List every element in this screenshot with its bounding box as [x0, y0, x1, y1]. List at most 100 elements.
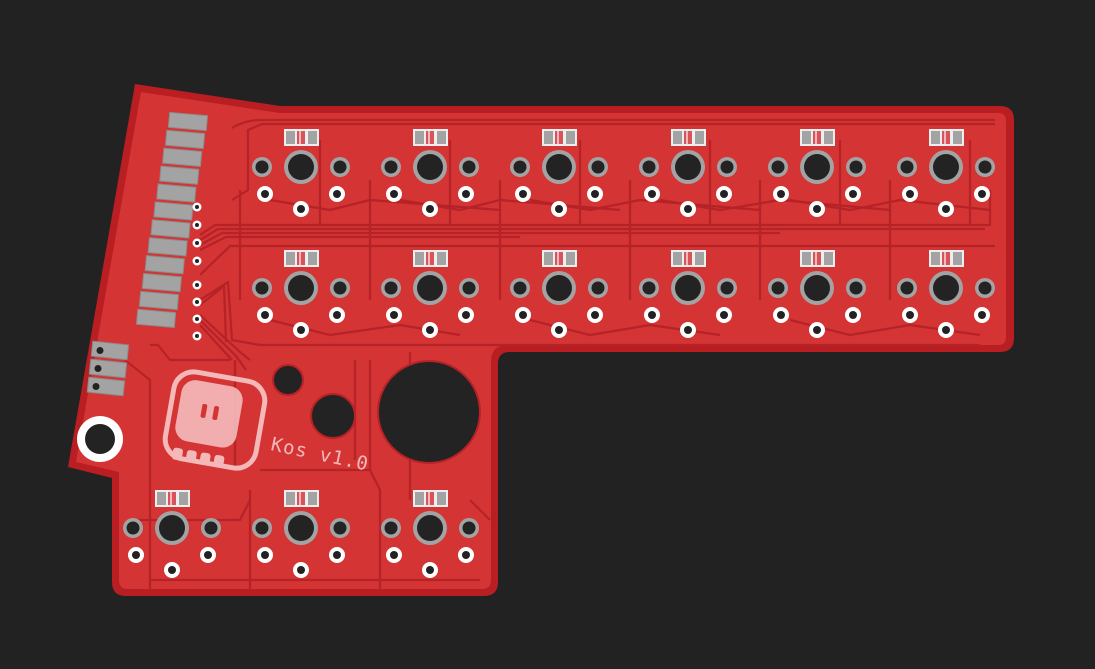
switch-side-hole	[978, 160, 992, 174]
trace	[199, 244, 995, 276]
switch-footprint	[381, 250, 479, 338]
diode-body	[297, 252, 305, 265]
pcb-surface	[76, 92, 1006, 589]
switch-footprints	[123, 129, 995, 578]
trace	[199, 235, 520, 251]
switch-side-hole	[720, 281, 734, 295]
switch-center-hole	[546, 275, 572, 301]
switch-side-hole	[126, 521, 140, 535]
switch-pin-hole	[813, 326, 821, 334]
side-pad	[86, 376, 126, 397]
diode-pad	[673, 252, 682, 265]
switch-pin-hole	[333, 311, 341, 319]
switch-pin-hole	[261, 311, 269, 319]
edge-connector-pad	[156, 183, 197, 203]
switch-pin-hole	[426, 566, 434, 574]
switch-pin-hole	[591, 190, 599, 198]
switch-side-hole	[513, 160, 527, 174]
diode-body	[684, 131, 692, 144]
trace	[150, 343, 230, 362]
trace	[199, 227, 985, 241]
diode-body	[426, 131, 434, 144]
switch-side-hole	[462, 160, 476, 174]
switch-pin-hole	[648, 190, 656, 198]
switch-center-hole	[804, 275, 830, 301]
edge-connector-pad	[159, 165, 200, 185]
switch-pin-hole	[849, 190, 857, 198]
edge-connector-pad	[135, 308, 177, 329]
switch-side-hole	[462, 281, 476, 295]
edge-connector-pad	[167, 111, 209, 132]
trace	[199, 231, 780, 246]
diode-pad	[931, 252, 940, 265]
switch-footprint	[768, 129, 866, 217]
switch-side-hole	[255, 521, 269, 535]
diode-body	[813, 131, 821, 144]
switch-footprint	[897, 129, 995, 217]
switch-side-hole	[849, 160, 863, 174]
diode-body	[684, 252, 692, 265]
mounting-hole-large	[377, 360, 481, 464]
diode-pad	[953, 252, 962, 265]
trace	[199, 284, 228, 343]
diode-body	[813, 252, 821, 265]
trace	[199, 324, 233, 361]
screw-hole	[85, 424, 115, 454]
side-pad	[88, 358, 128, 379]
mounting-hole-small	[272, 364, 304, 396]
switch-pin-hole	[777, 190, 785, 198]
diode-pad	[544, 252, 553, 265]
switch-pin-hole	[684, 326, 692, 334]
diode-pad	[824, 252, 833, 265]
kos-mascot-logo-icon	[162, 369, 268, 471]
edge-connector-pad	[138, 290, 180, 311]
switch-side-hole	[384, 281, 398, 295]
header-pin-hole	[195, 334, 199, 338]
switch-side-hole	[591, 281, 605, 295]
switch-center-hole	[288, 515, 314, 541]
switch-pin-hole	[519, 311, 527, 319]
switch-side-hole	[333, 160, 347, 174]
switch-footprint	[123, 490, 221, 578]
diode-body	[942, 252, 950, 265]
diode-pad	[673, 131, 682, 144]
switch-center-hole	[159, 515, 185, 541]
edge-connector-pad	[153, 201, 194, 221]
switch-pin-hole	[297, 566, 305, 574]
switch-footprint	[897, 250, 995, 338]
diode-pad	[566, 131, 575, 144]
side-pad	[90, 340, 130, 361]
header-pin-hole	[195, 259, 199, 263]
diode-pad	[824, 131, 833, 144]
switch-center-hole	[933, 275, 959, 301]
diode-pad	[308, 492, 317, 505]
diode-pad	[308, 252, 317, 265]
switch-pin-hole	[720, 311, 728, 319]
switch-side-hole	[513, 281, 527, 295]
diode-body	[555, 252, 563, 265]
switch-pin-hole	[777, 311, 785, 319]
switch-side-hole	[771, 160, 785, 174]
switch-pin-hole	[720, 190, 728, 198]
diode-pad	[157, 492, 166, 505]
trace	[199, 190, 992, 236]
switch-side-hole	[384, 160, 398, 174]
diode-pad	[695, 252, 704, 265]
switch-pin-hole	[426, 205, 434, 213]
diode-pad	[695, 131, 704, 144]
switch-pin-hole	[426, 326, 434, 334]
diode-body	[555, 131, 563, 144]
switch-center-hole	[933, 154, 959, 180]
switch-pin-hole	[978, 311, 986, 319]
diode-pad	[544, 131, 553, 144]
diode-pad	[437, 492, 446, 505]
switch-center-hole	[288, 275, 314, 301]
side-pad-hole	[94, 365, 102, 372]
diode-pad	[802, 252, 811, 265]
switch-pin-hole	[942, 326, 950, 334]
diode-body	[297, 131, 305, 144]
switch-pin-hole	[462, 551, 470, 559]
switch-pin-hole	[261, 190, 269, 198]
